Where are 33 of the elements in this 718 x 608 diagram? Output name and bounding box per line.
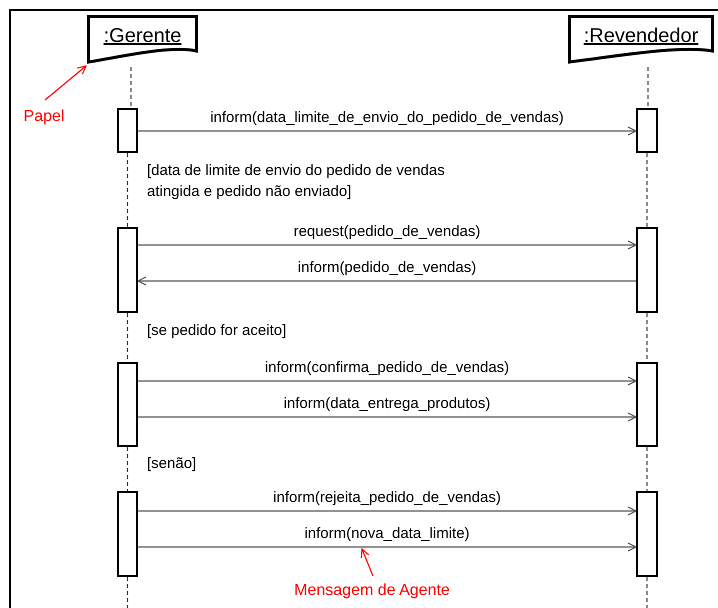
lifeline xyxy=(126,153,128,227)
message-arrow xyxy=(138,412,637,422)
message-arrow xyxy=(138,240,637,250)
lifeline xyxy=(130,67,132,108)
message-arrow xyxy=(138,376,637,386)
lifeline xyxy=(126,313,128,362)
lifeline xyxy=(647,67,649,108)
message-arrow xyxy=(138,126,637,136)
participant-name: :Gerente xyxy=(102,24,182,49)
lifeline xyxy=(646,153,648,227)
activation-bar xyxy=(117,362,138,447)
leader-line xyxy=(360,548,374,576)
activation-bar xyxy=(117,491,138,577)
activation-bar xyxy=(636,108,658,153)
message-arrow xyxy=(138,542,637,552)
lifeline xyxy=(646,577,648,608)
message-arrow xyxy=(138,506,637,516)
leader-line xyxy=(44,65,87,100)
activation-bar xyxy=(636,362,658,447)
activation-bar xyxy=(636,491,658,577)
lifeline xyxy=(646,313,648,362)
annotation-text: Mensagem de Agente xyxy=(294,581,450,601)
lifeline xyxy=(126,447,128,491)
lifeline xyxy=(646,447,648,491)
annotation-text: Papel xyxy=(24,107,64,127)
activation-bar xyxy=(117,227,138,313)
message-arrow xyxy=(137,276,636,286)
lifeline-head xyxy=(87,15,198,65)
participant-name: :Revendedor xyxy=(582,24,700,49)
activation-bar xyxy=(636,227,658,313)
lifeline-head xyxy=(568,15,714,65)
lifeline xyxy=(126,577,128,608)
activation-bar xyxy=(117,108,138,153)
